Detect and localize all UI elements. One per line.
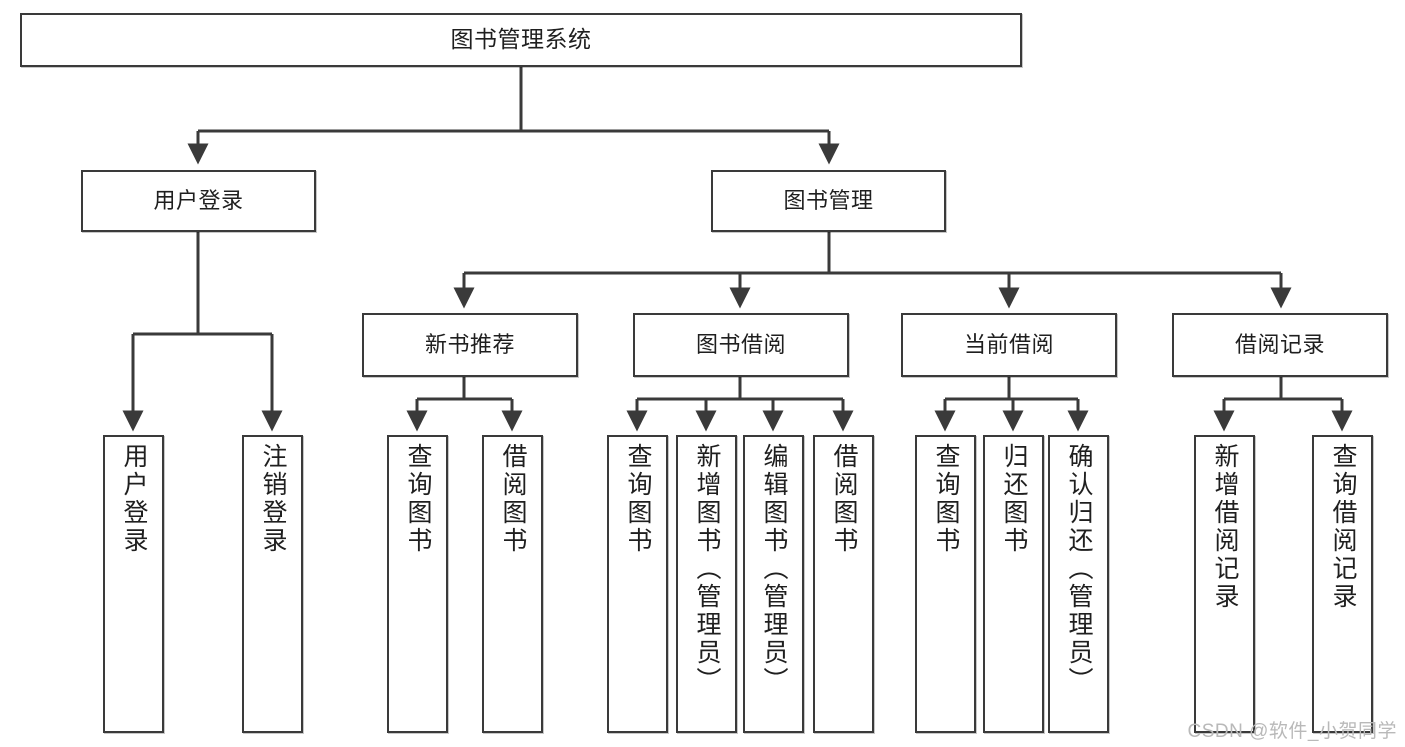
- node-label: 用户登录: [153, 187, 244, 213]
- leaf-query-book-current[interactable]: 查询图书: [915, 435, 976, 733]
- node-label: 归还图书: [1000, 443, 1028, 555]
- node-label: 查询图书: [624, 443, 652, 555]
- node-label: 新书推荐: [424, 331, 515, 357]
- node-label: 图书管理系统: [450, 26, 592, 53]
- leaf-user-login[interactable]: 用户登录: [103, 435, 164, 733]
- node-user-login[interactable]: 用户登录: [81, 170, 316, 232]
- node-book-borrow[interactable]: 图书借阅: [633, 313, 849, 377]
- node-label: 查询图书: [932, 443, 960, 555]
- node-label: 新增借阅记录: [1211, 443, 1239, 611]
- node-borrow-record[interactable]: 借阅记录: [1172, 313, 1388, 377]
- leaf-add-borrow-record[interactable]: 新增借阅记录: [1194, 435, 1255, 733]
- node-label: 确认归还（管理员）: [1065, 443, 1093, 695]
- node-label: 新增图书（管理员）: [693, 443, 721, 695]
- leaf-borrow-book-recommend[interactable]: 借阅图书: [482, 435, 543, 733]
- node-label: 借阅图书: [830, 443, 858, 555]
- leaf-query-borrow-record[interactable]: 查询借阅记录: [1312, 435, 1373, 733]
- node-label: 用户登录: [120, 443, 148, 555]
- node-label: 查询借阅记录: [1329, 443, 1357, 611]
- node-current-borrow[interactable]: 当前借阅: [901, 313, 1117, 377]
- leaf-add-book-admin[interactable]: 新增图书（管理员）: [676, 435, 737, 733]
- node-label: 查询图书: [404, 443, 432, 555]
- leaf-confirm-return-admin[interactable]: 确认归还（管理员）: [1048, 435, 1109, 733]
- node-label: 图书管理: [783, 187, 874, 213]
- node-label: 图书借阅: [695, 331, 786, 357]
- leaf-query-book-recommend[interactable]: 查询图书: [387, 435, 448, 733]
- csdn-watermark: CSDN @软件_小贺同学: [1187, 721, 1397, 742]
- node-label: 当前借阅: [963, 331, 1054, 357]
- leaf-logout[interactable]: 注销登录: [242, 435, 303, 733]
- node-label: 编辑图书（管理员）: [760, 443, 788, 695]
- node-book-manage[interactable]: 图书管理: [711, 170, 946, 232]
- leaf-borrow-book[interactable]: 借阅图书: [813, 435, 874, 733]
- leaf-query-book-borrow[interactable]: 查询图书: [607, 435, 668, 733]
- leaf-return-book[interactable]: 归还图书: [983, 435, 1044, 733]
- node-label: 借阅图书: [499, 443, 527, 555]
- leaf-edit-book-admin[interactable]: 编辑图书（管理员）: [743, 435, 804, 733]
- node-new-book-recommend[interactable]: 新书推荐: [362, 313, 578, 377]
- node-root-system[interactable]: 图书管理系统: [20, 13, 1022, 67]
- node-label: 借阅记录: [1234, 331, 1325, 357]
- node-label: 注销登录: [259, 443, 287, 555]
